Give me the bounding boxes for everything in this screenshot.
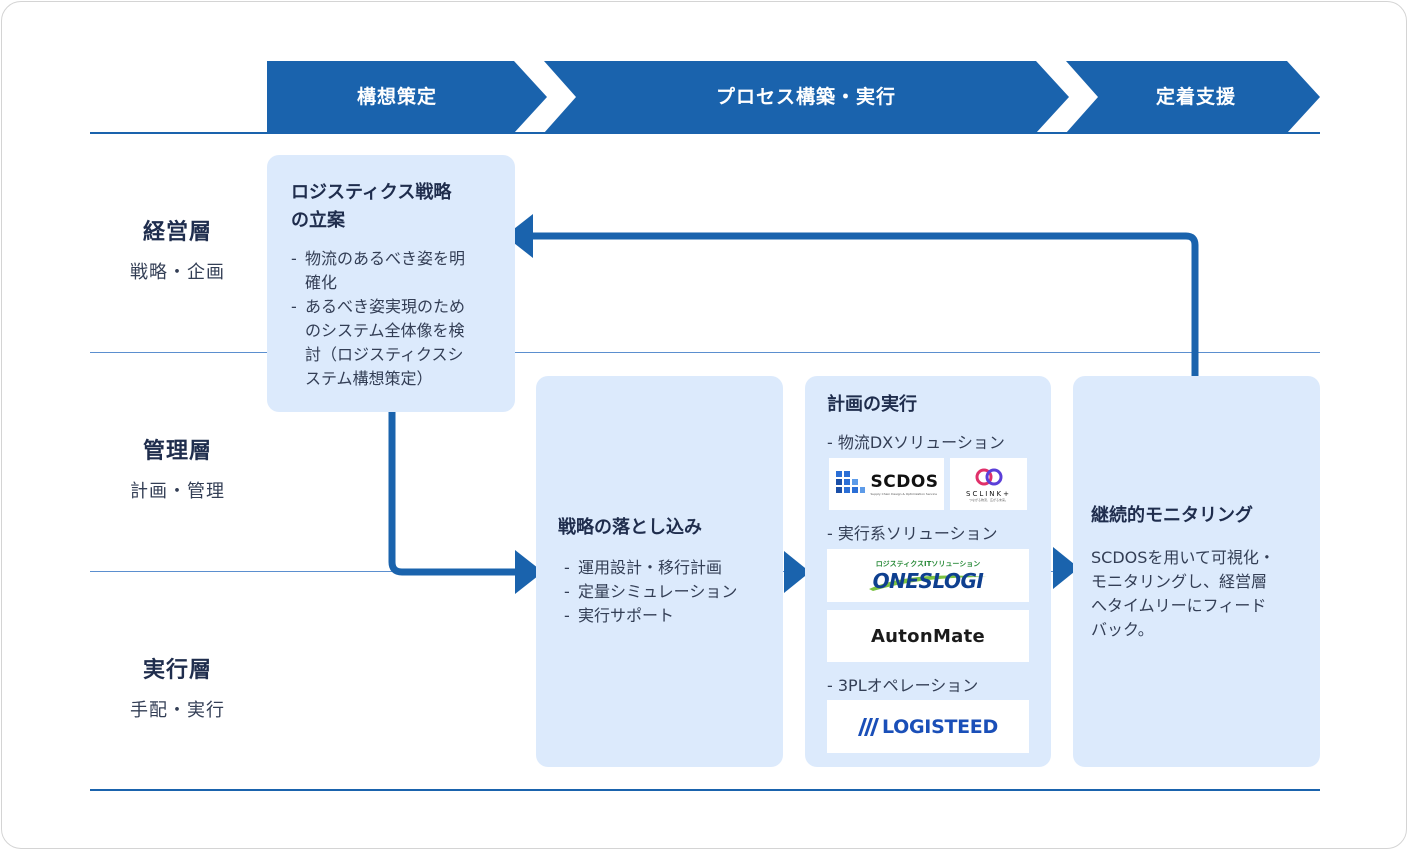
sclink-logo-text: SCLINK+ — [966, 490, 1011, 498]
monitor-body-line: SCDOSを用いて可視化・ — [1091, 548, 1275, 567]
deploy-bullet-2: -定量シミュレーション — [564, 580, 773, 604]
sclink-link-icon — [975, 468, 1002, 486]
monitor-body-line: へタイムリーにフィード — [1091, 596, 1267, 615]
strategy-title-line1: ロジスティクス戦略 — [291, 182, 452, 203]
logisteed-logo: LOGISTEED — [827, 700, 1029, 753]
strategy-title-line2: の立案 — [291, 210, 345, 231]
layer-sub: 計画・管理 — [130, 481, 225, 502]
phase-label-process: プロセス構築・実行 — [715, 86, 896, 108]
bullet-line: 討（ロジスティクスシ — [305, 345, 464, 364]
execute-section-3pl: - 3PLオペレーション — [827, 676, 979, 695]
deploy-box: 戦略の落とし込み -運用設計・移行計画 -定量シミュレーション -実行サポート — [536, 376, 783, 767]
divider-exec-mgmt — [90, 352, 1320, 353]
layer-executive: 経営層 戦略・企画 — [90, 214, 265, 284]
bullet-line: ステム構想策定） — [305, 369, 433, 388]
strategy-bullet-2: - あるべき姿実現のため のシステム全体像を検 討（ロジスティクスシ ステム構想… — [291, 295, 501, 391]
feedback-arrow-head — [505, 214, 533, 258]
bullet-text: 運用設計・移行計画 — [578, 558, 723, 577]
divider-top — [90, 132, 1320, 134]
step-arrow-2 — [1053, 547, 1079, 589]
strategy-content: ロジスティクス戦略 の立案 - 物流のあるべき姿を明 確化 - あるべき姿実現の… — [291, 179, 501, 391]
autonmate-logo-text: AutonMate — [870, 625, 986, 647]
scdos-logo-text: SCDOS — [870, 472, 939, 492]
deploy-title: 戦略の落とし込み — [558, 517, 702, 538]
monitor-title: 継続的モニタリング — [1091, 505, 1253, 526]
monitor-body-line: バック。 — [1091, 620, 1154, 639]
deploy-content: 戦略の落とし込み -運用設計・移行計画 -定量シミュレーション -実行サポート — [558, 514, 773, 628]
sclink-logo: SCLINK+ つながる物流、広がる未来。 — [950, 458, 1027, 510]
bullet-line: 確化 — [305, 273, 338, 292]
execute-box: 計画の実行 - 物流DXソリューション SCDOS Supply Chain D… — [805, 376, 1051, 767]
scdos-logo-tagline: Supply Chain Design & Optimization Servi… — [870, 492, 938, 496]
scdos-cube-icon — [836, 471, 866, 493]
layer-name: 経営層 — [142, 220, 212, 245]
deploy-bullet-3: -実行サポート — [564, 604, 773, 628]
oneslogi-logo-text: ONESLOGI — [872, 568, 984, 593]
logisteed-logo-text: LOGISTEED — [882, 715, 998, 738]
down-arrow-head — [515, 550, 543, 594]
phase-label-concept: 構想策定 — [356, 86, 437, 108]
layer-management: 管理層 計画・管理 — [90, 433, 265, 503]
bullet-text: 定量シミュレーション — [578, 582, 738, 601]
bullet-text: 実行サポート — [578, 606, 675, 625]
down-arrow-line — [388, 412, 520, 576]
phase-arrow-3 — [1066, 61, 1320, 133]
layer-operations: 実行層 手配・実行 — [90, 652, 265, 722]
layer-name: 実行層 — [142, 658, 212, 683]
bullet-line: 物流のあるべき姿を明 — [305, 249, 466, 268]
monitor-box: 継続的モニタリング SCDOSを用いて可視化・ モニタリングし、経営層 へタイム… — [1073, 376, 1320, 767]
bullet-line: あるべき姿実現のため — [305, 297, 466, 316]
strategy-box: ロジスティクス戦略 の立案 - 物流のあるべき姿を明 確化 - あるべき姿実現の… — [267, 155, 515, 412]
sclink-logo-tagline: つながる物流、広がる未来。 — [968, 498, 1008, 502]
phase-arrow-1 — [267, 61, 547, 133]
layer-sub: 戦略・企画 — [130, 262, 225, 283]
execute-section-ops: - 実行系ソリューション — [827, 524, 998, 543]
strategy-bullet-1: - 物流のあるべき姿を明 確化 — [291, 247, 501, 295]
monitor-content: 継続的モニタリング SCDOSを用いて可視化・ モニタリングし、経営層 へタイム… — [1091, 502, 1313, 642]
execute-section-dx: - 物流DXソリューション — [827, 433, 1005, 452]
scdos-logo: SCDOS Supply Chain Design & Optimization… — [829, 458, 944, 510]
layer-name: 管理層 — [142, 439, 212, 464]
logisteed-stripes-icon — [858, 717, 880, 736]
feedback-arrow-line — [530, 232, 1199, 376]
deploy-bullet-1: -運用設計・移行計画 — [564, 556, 773, 580]
oneslogi-swoosh-icon — [868, 575, 987, 591]
autonmate-logo: AutonMate — [827, 610, 1029, 662]
phase-arrow-2 — [544, 61, 1069, 133]
layer-sub: 手配・実行 — [130, 700, 225, 721]
monitor-body-line: モニタリングし、経営層 — [1091, 572, 1268, 591]
divider-bottom — [90, 789, 1320, 791]
execute-title: 計画の実行 — [827, 394, 917, 415]
phase-label-support: 定着支援 — [1155, 86, 1236, 108]
step-arrow-1 — [784, 551, 810, 593]
bullet-line: のシステム全体像を検 — [305, 321, 465, 340]
oneslogi-logo: ロジスティクスITソリューション ONESLOGI — [827, 549, 1029, 602]
oneslogi-logo-top: ロジスティクスITソリューション — [875, 559, 981, 568]
